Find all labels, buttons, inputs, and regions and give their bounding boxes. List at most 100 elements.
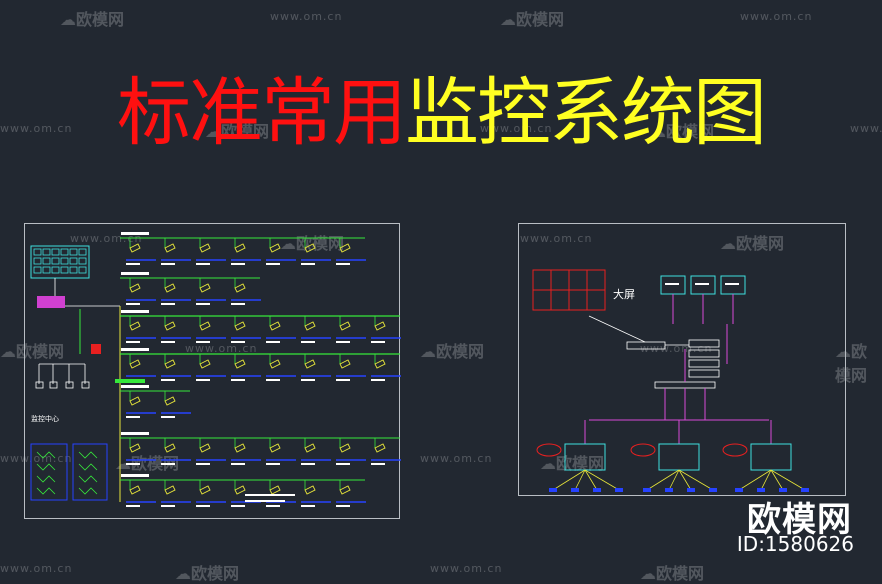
camera-icon — [129, 243, 141, 253]
console-cell — [51, 248, 60, 256]
console-cell — [78, 257, 87, 265]
camera-icon — [269, 485, 281, 495]
rack-wave — [36, 451, 56, 459]
camera-label — [126, 303, 140, 305]
left-system-diagram: 监控中心 — [24, 223, 401, 519]
watermark-logo: ☁欧模网 — [720, 234, 785, 253]
camera-label — [161, 416, 175, 418]
cluster-tag — [536, 443, 562, 457]
camera-label — [126, 341, 140, 343]
title-yellow: 监控系统图 — [405, 70, 767, 156]
legend-line — [245, 500, 285, 502]
watermark-url: www.om.cn — [480, 122, 553, 135]
camera-label — [336, 379, 350, 381]
camera-icon — [199, 443, 211, 453]
camera-icon — [164, 485, 176, 495]
watermark-logo: ☁欧模网 — [500, 10, 565, 29]
camera-label — [161, 379, 175, 381]
link-line — [588, 315, 646, 343]
title-red: 标准常用 — [117, 70, 407, 156]
nvr-device — [626, 341, 666, 350]
cluster-tag — [630, 443, 656, 457]
control-console — [30, 245, 90, 279]
camera-icon — [234, 321, 246, 331]
storage-unit — [688, 369, 720, 378]
camera-icon — [339, 443, 351, 453]
camera-icon — [374, 443, 386, 453]
watermark-url: www.om.cn — [420, 452, 493, 465]
legend-line — [245, 494, 295, 496]
camera-icon — [129, 359, 141, 369]
watermark-logo: ☁欧模网 — [205, 122, 270, 141]
camera-icon — [304, 321, 316, 331]
console-cell — [33, 257, 42, 265]
watermark-logo: ☁欧模网 — [175, 564, 240, 583]
row-tag — [121, 348, 149, 351]
watermark-url: www.om.cn — [430, 562, 503, 575]
camera-label — [126, 263, 140, 265]
rack-left — [30, 443, 68, 501]
brand-logo: 欧模网 — [747, 500, 852, 540]
camera-icon — [164, 443, 176, 453]
rack-wave — [36, 475, 56, 483]
page-title: 标准常用监控系统图 — [0, 68, 882, 158]
console-cell — [42, 257, 51, 265]
camera-node — [643, 488, 651, 492]
storage-unit — [688, 339, 720, 348]
watermark-url: www.om.cn — [520, 232, 593, 245]
camera-label — [301, 341, 315, 343]
watermark-logo: ☁欧模网 — [650, 122, 715, 141]
camera-node — [665, 488, 673, 492]
camera-label — [231, 263, 245, 265]
camera-label — [161, 463, 175, 465]
monitor-label — [725, 283, 739, 285]
camera-label — [371, 341, 385, 343]
alarm-box — [91, 344, 101, 354]
camera-label — [336, 505, 350, 507]
watermark-logo: ☁欧模网 — [60, 10, 125, 29]
sub-device — [81, 381, 90, 389]
console-cell — [42, 266, 51, 274]
camera-label — [161, 263, 175, 265]
rack-wave — [78, 451, 98, 459]
camera-icon — [164, 321, 176, 331]
camera-link — [584, 469, 620, 491]
console-cell — [60, 257, 69, 265]
watermark-logo: ☁欧模网 — [280, 234, 345, 253]
watermark-logo: ☁欧模网 — [0, 342, 65, 361]
camera-icon — [129, 321, 141, 331]
console-cell — [78, 266, 87, 274]
console-cell — [69, 248, 78, 256]
camera-icon — [199, 359, 211, 369]
sub-device — [35, 381, 44, 389]
console-cell — [69, 266, 78, 274]
row-tag — [121, 385, 149, 388]
watermark-url: www.om.cn — [70, 232, 143, 245]
camera-label — [196, 341, 210, 343]
camera-icon — [164, 359, 176, 369]
watermark-url: www.om.cn — [185, 342, 258, 355]
rack-wave — [36, 463, 56, 471]
watermark-logo: ☁欧模网 — [115, 454, 180, 473]
camera-label — [301, 263, 315, 265]
camera-link — [668, 469, 680, 491]
camera-label — [196, 505, 210, 507]
highlight-bar — [115, 379, 145, 383]
watermark-url: www.om.cn — [0, 562, 73, 575]
camera-icon — [304, 485, 316, 495]
left-diagram-canvas — [30, 232, 401, 507]
camera-icon — [304, 359, 316, 369]
camera-icon — [339, 243, 351, 253]
camera-label — [266, 463, 280, 465]
camera-icon — [164, 396, 176, 406]
monitor-label — [665, 283, 679, 285]
camera-node — [549, 488, 557, 492]
rack-wave — [36, 487, 56, 495]
camera-node — [735, 488, 743, 492]
rack-wave — [78, 475, 98, 483]
camera-label — [126, 416, 140, 418]
camera-icon — [339, 321, 351, 331]
cluster-tag — [722, 443, 748, 457]
console-cell — [33, 248, 42, 256]
right-system-diagram: 大屏 — [518, 223, 846, 496]
